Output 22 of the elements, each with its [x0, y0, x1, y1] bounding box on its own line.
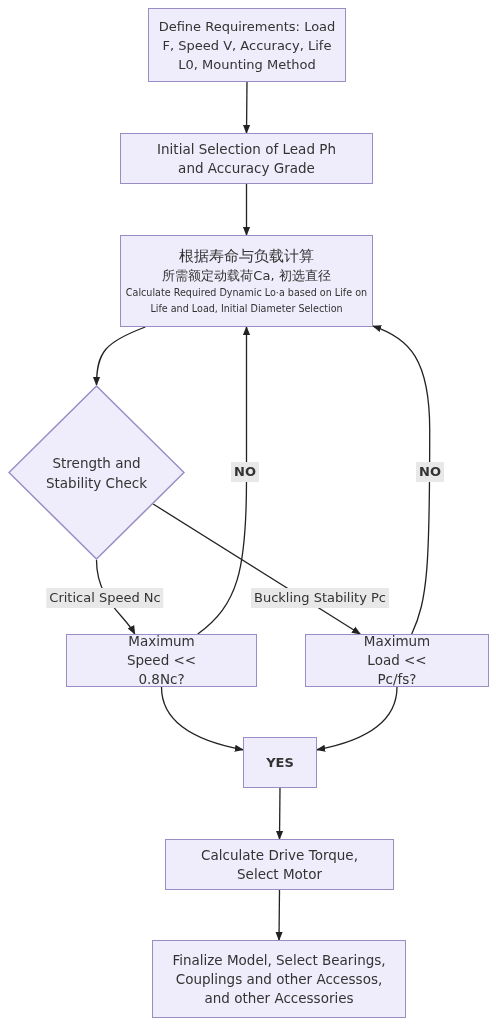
decision-diamond: Strength and Stability Check	[8, 385, 185, 560]
arrow	[160, 686, 244, 752]
arrow	[372, 325, 431, 635]
arrow	[275, 889, 283, 941]
edge-label: NO	[231, 462, 259, 482]
arrow	[93, 326, 146, 386]
arrow	[197, 326, 251, 635]
arrow	[242, 81, 251, 134]
decision-box: Maximum Speed << 0.8Nc?	[66, 634, 257, 687]
result-box: YES	[243, 737, 317, 788]
process-box: Initial Selection of Lead Ph and Accuracy Grade	[120, 133, 373, 184]
arrow	[275, 787, 284, 840]
edge-label: Buckling Stability Pc	[251, 588, 389, 608]
process-box: 根据寿命与负载计算 所需额定动载荷Ca, 初选直径 Calculate Required Dynamic Lo·a based on Life on Life and Load, Initial Diameter Selection	[120, 235, 373, 327]
arrow	[316, 686, 398, 752]
process-box: Finalize Model, Select Bearings, Couplings and other Accessos, and other Accessories	[152, 940, 406, 1018]
decision-box: Maximum Load << Pc/fs?	[305, 634, 489, 687]
process-box: Calculate Drive Torque, Select Motor	[165, 839, 394, 890]
requirements-box: Define Requirements: Load F, Speed V, Accuracy, Life L0, Mounting Method	[148, 8, 346, 82]
edge-label: Critical Speed Nc	[46, 588, 164, 608]
arrow	[242, 183, 251, 236]
edge-label: NO	[416, 462, 444, 482]
